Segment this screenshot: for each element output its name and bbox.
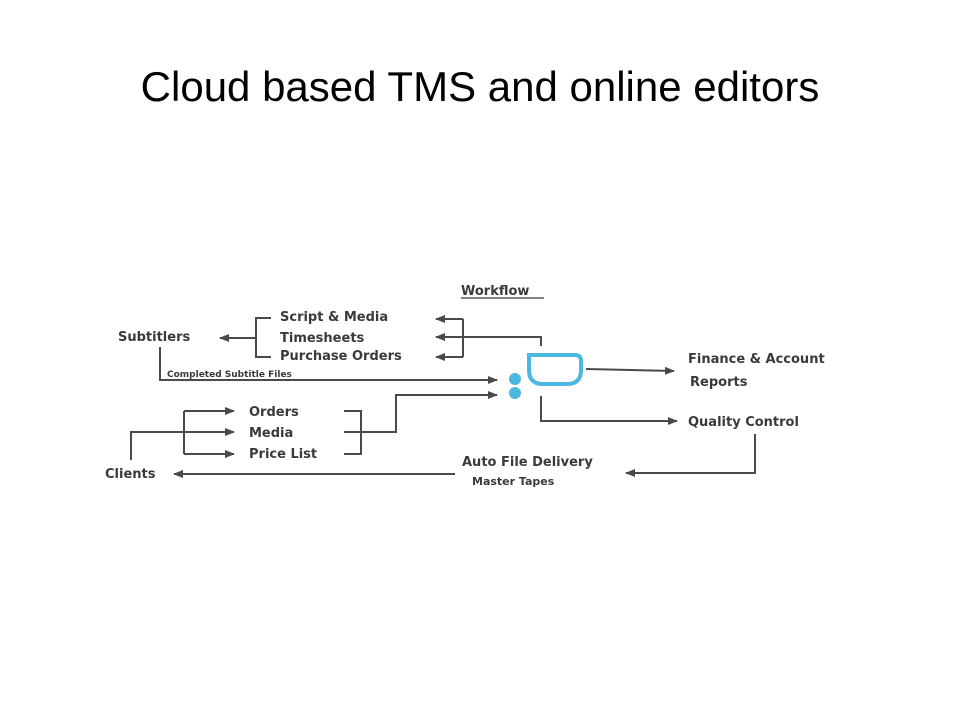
script-media-label: Script & Media <box>280 310 388 325</box>
arrow-to-timesheets <box>435 333 542 346</box>
reports-label: Reports <box>690 375 748 390</box>
logo-dot-bottom-icon <box>509 387 521 399</box>
arrow-client-items-to-tms <box>361 391 498 433</box>
workflow-heading: Workflow <box>461 284 529 299</box>
quality-control-label: Quality Control <box>688 415 799 430</box>
completed-files-label: Completed Subtitle Files <box>167 370 292 380</box>
auto-delivery-label: Auto File Delivery <box>462 455 593 470</box>
subtitlers-label: Subtitlers <box>118 330 190 345</box>
orders-label: Orders <box>249 405 299 420</box>
arrow-to-quality-control <box>540 396 678 425</box>
clients-label: Clients <box>105 467 156 482</box>
logo-dot-top-icon <box>509 373 521 385</box>
slide-title: Cloud based TMS and online editors <box>140 63 820 110</box>
arrow-to-auto-delivery <box>625 434 756 477</box>
price-list-label: Price List <box>249 447 317 462</box>
clients-connector <box>130 431 184 460</box>
subtitler-items-bracket <box>255 317 271 358</box>
timesheets-label: Timesheets <box>280 331 365 346</box>
arrow-completed-files <box>159 347 498 384</box>
master-tapes-label: Master Tapes <box>472 475 555 488</box>
tms-logo-icon <box>527 353 583 386</box>
finance-label: Finance & Account <box>688 352 825 367</box>
arrow-to-finance <box>585 366 675 375</box>
media-label: Media <box>249 426 293 441</box>
purchase-orders-label: Purchase Orders <box>280 349 402 364</box>
